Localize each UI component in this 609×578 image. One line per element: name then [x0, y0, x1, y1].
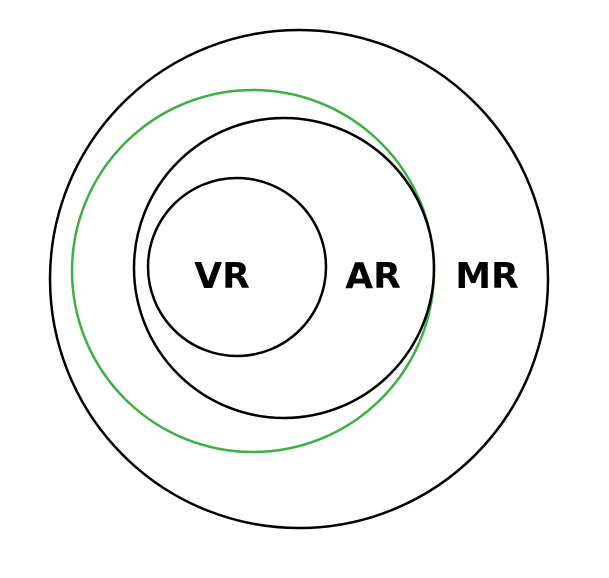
ar-circle: [132, 116, 436, 420]
vr-label: VR: [194, 256, 250, 297]
ar-label: AR: [345, 256, 401, 297]
mr-circle: [48, 28, 550, 530]
mr-label: MR: [455, 256, 519, 297]
vr-circle: [146, 176, 328, 358]
